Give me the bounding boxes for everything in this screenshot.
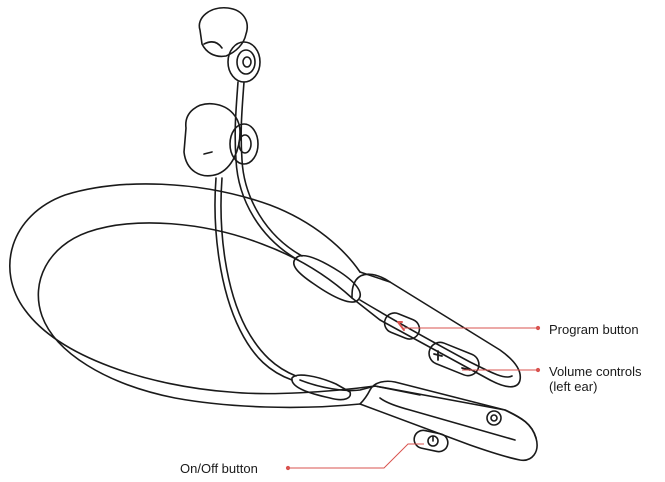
left-housing-top [360,272,390,282]
right-housing-edge [380,398,515,440]
microphone-port [487,411,501,425]
volume-controls-label: Volume controls (left ear) [549,364,642,394]
callouts [286,326,539,469]
lower-cable-collar [292,375,350,399]
callout-onoff [288,444,424,468]
cable-right-earbud [235,82,298,260]
program-button[interactable] [382,310,423,342]
onoff-button[interactable] [413,429,450,454]
cable-left-earbud-2 [221,178,296,376]
volume-controls-label-line2: (left ear) [549,379,598,394]
onoff-button-label: On/Off button [180,461,258,476]
right-housing-top [375,386,536,438]
neckband-inner-edge [38,223,360,407]
program-button-icon [398,322,404,330]
earbud-icon [199,8,260,82]
left-housing-lower-edge [300,380,420,395]
neckband-outer-edge [10,184,375,394]
volume-plus-icon [434,351,442,360]
left-housing-inner-line [360,300,512,377]
volume-rocker[interactable] [426,339,482,379]
volume-controls-label-line1: Volume controls [549,364,642,379]
cable-right-earbud-2 [241,82,302,256]
earbud-icon [184,104,258,176]
cable-left-earbud [215,178,292,380]
program-button-label: Program button [549,322,639,337]
upper-cable-collar [294,256,361,302]
